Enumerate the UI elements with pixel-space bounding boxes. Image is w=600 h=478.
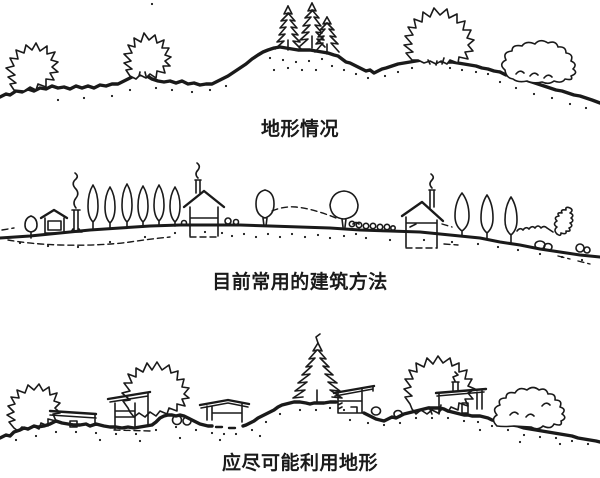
stilt-pavilion	[198, 398, 251, 423]
round-tree-mid	[255, 189, 275, 227]
bushy-tree-left	[5, 42, 59, 92]
house-on-grade-right	[400, 173, 445, 249]
panel1-caption: 地形情况	[260, 119, 339, 140]
large-shrub-right-slope	[492, 386, 566, 430]
hillside-house-with-chimney	[434, 371, 488, 414]
terrain-adapted-sketch	[0, 333, 600, 446]
big-bushy-tree-on-hill	[403, 7, 475, 66]
chimney-stack-with-smoke	[69, 172, 83, 233]
stepped-house-with-tree	[106, 390, 152, 430]
small-shed	[39, 208, 69, 234]
conventional-method-sketch	[0, 162, 600, 265]
original-grade-dashed-line	[1, 206, 591, 265]
stipple-dots	[56, 2, 588, 110]
cypress-trio-right	[454, 192, 518, 244]
panel3-caption: 应尽可能利用地形	[221, 453, 378, 474]
stipple-dots	[14, 406, 590, 446]
split-level-building	[332, 384, 403, 419]
shrub-right-slope	[500, 39, 577, 85]
graded-ground-line	[0, 223, 600, 259]
low-bush-row	[348, 220, 396, 232]
panel2-caption: 目前常用的建筑方法	[212, 272, 388, 293]
tall-conifer	[292, 333, 343, 403]
big-round-tree	[329, 190, 360, 228]
small-bushes-on-hump	[171, 414, 192, 426]
bushy-tree-mid-left	[123, 32, 172, 80]
house-on-grade-left	[180, 162, 240, 238]
conifer-cluster-on-crest	[274, 2, 340, 55]
spiky-tree-behind-house	[121, 361, 190, 418]
stipple-dots	[18, 230, 584, 262]
scrub-and-scraggly-bush	[516, 206, 591, 254]
flat-roof-building-in-slope	[48, 409, 98, 428]
terrain-conditions-sketch	[0, 2, 600, 110]
small-round-tree-left	[24, 215, 38, 239]
poplar-tree-row	[87, 183, 181, 231]
